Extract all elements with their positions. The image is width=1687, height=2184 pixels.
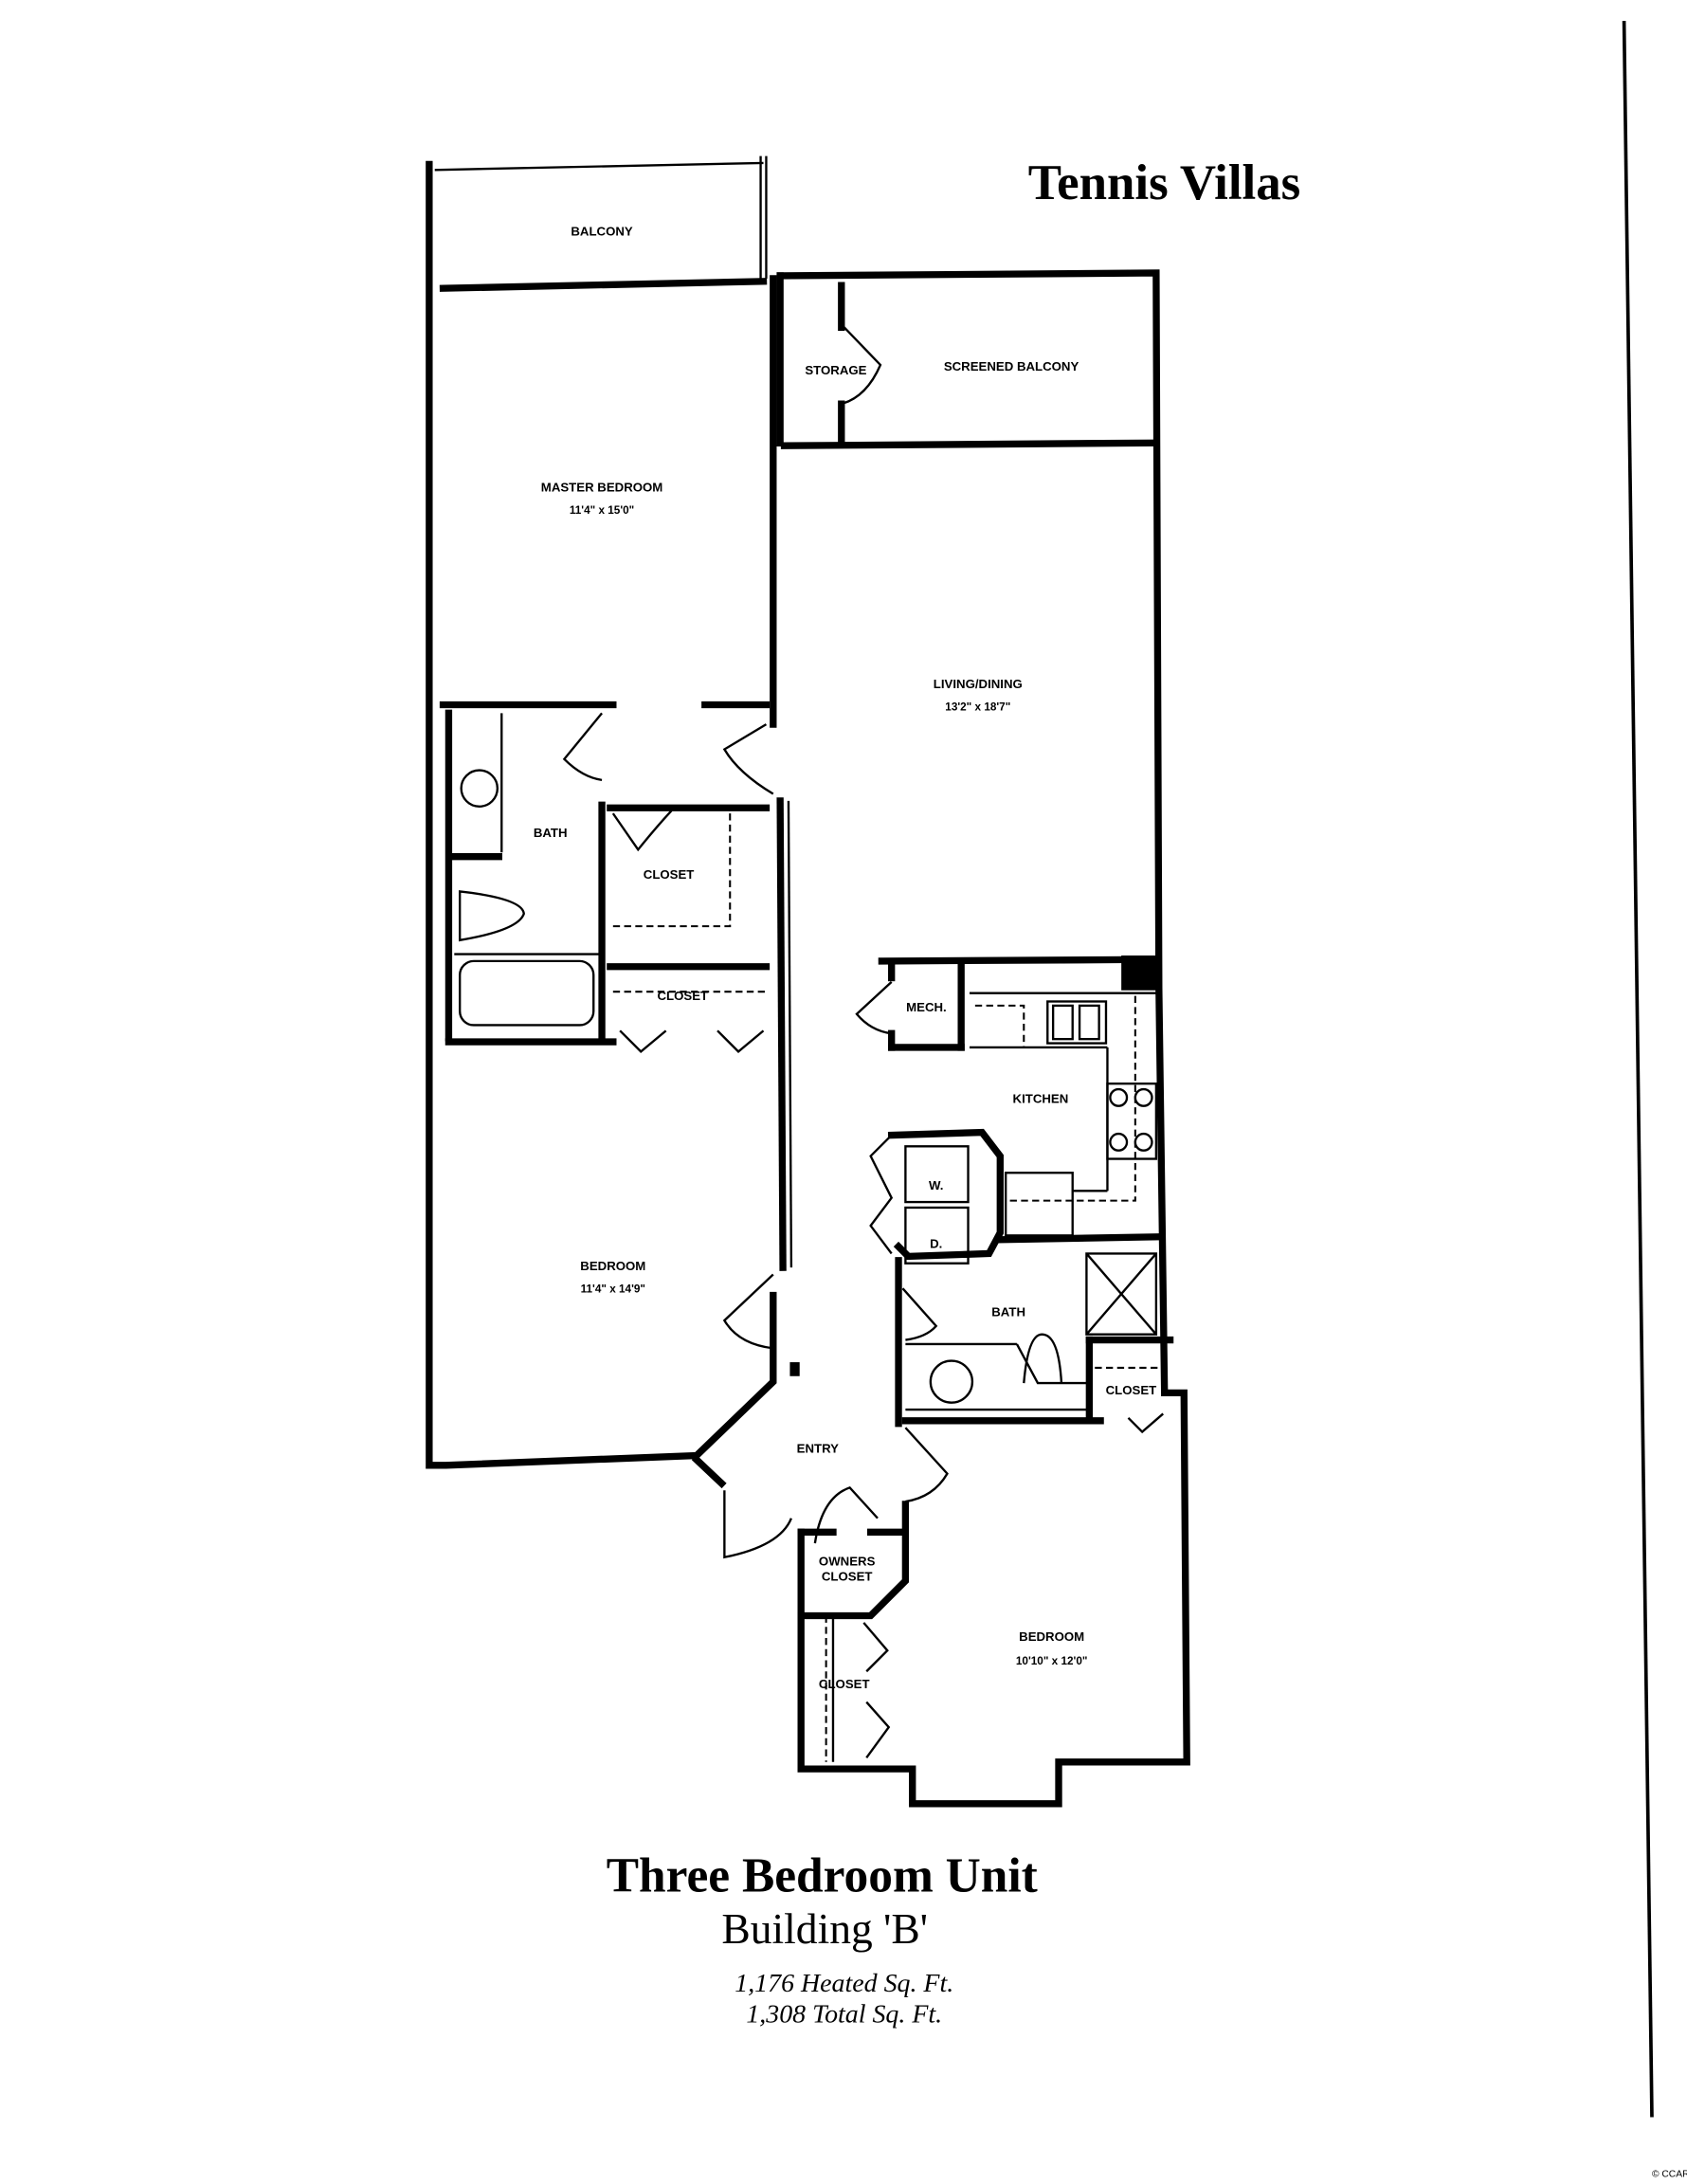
label-dryer: D. — [930, 1237, 942, 1251]
label-owners-closet-line2: CLOSET — [822, 1570, 873, 1584]
label-entry: ENTRY — [797, 1442, 839, 1456]
dim-bedroom-2: 11'4" x 14'9" — [581, 1283, 645, 1296]
heated-sqft: 1,176 Heated Sq. Ft. — [735, 1969, 953, 1998]
label-mech: MECH. — [906, 1000, 947, 1014]
dim-master-bedroom: 11'4" x 15'0" — [570, 504, 634, 517]
dim-bedroom-3: 10'10" x 12'0" — [1016, 1655, 1088, 1667]
label-closet-2: CLOSET — [657, 989, 708, 1003]
label-living-dining: LIVING/DINING — [934, 677, 1023, 691]
label-storage: STORAGE — [805, 363, 866, 377]
total-sqft: 1,308 Total Sq. Ft. — [746, 2000, 942, 2029]
label-balcony: BALCONY — [571, 224, 633, 238]
page-margin-line — [1622, 21, 1654, 2118]
label-washer: W. — [929, 1178, 943, 1192]
label-kitchen: KITCHEN — [1013, 1092, 1069, 1106]
label-bath-2: BATH — [991, 1305, 1025, 1320]
label-closet-1: CLOSET — [644, 867, 695, 882]
dim-living-dining: 13'2" x 18'7" — [945, 701, 1010, 713]
label-bedroom-3: BEDROOM — [1019, 1629, 1084, 1644]
copyright-mark: © CCAR — [1652, 2170, 1687, 2180]
label-closet-3: CLOSET — [1106, 1383, 1157, 1397]
label-master-bedroom: MASTER BEDROOM — [541, 481, 663, 495]
room-labels: BALCONY STORAGE SCREENED BALCONY MASTER … — [534, 224, 1156, 1691]
building-name: Building 'B' — [721, 1904, 928, 1953]
label-owners-closet-line1: OWNERS — [819, 1555, 876, 1569]
label-closet-4: CLOSET — [819, 1677, 870, 1691]
unit-name: Three Bedroom Unit — [607, 1848, 1038, 1902]
property-title: Tennis Villas — [1028, 155, 1301, 210]
label-screened-balcony: SCREENED BALCONY — [944, 359, 1079, 373]
label-bath-1: BATH — [534, 826, 568, 840]
label-bedroom-2: BEDROOM — [580, 1259, 645, 1273]
floor-plan — [426, 155, 1190, 1808]
